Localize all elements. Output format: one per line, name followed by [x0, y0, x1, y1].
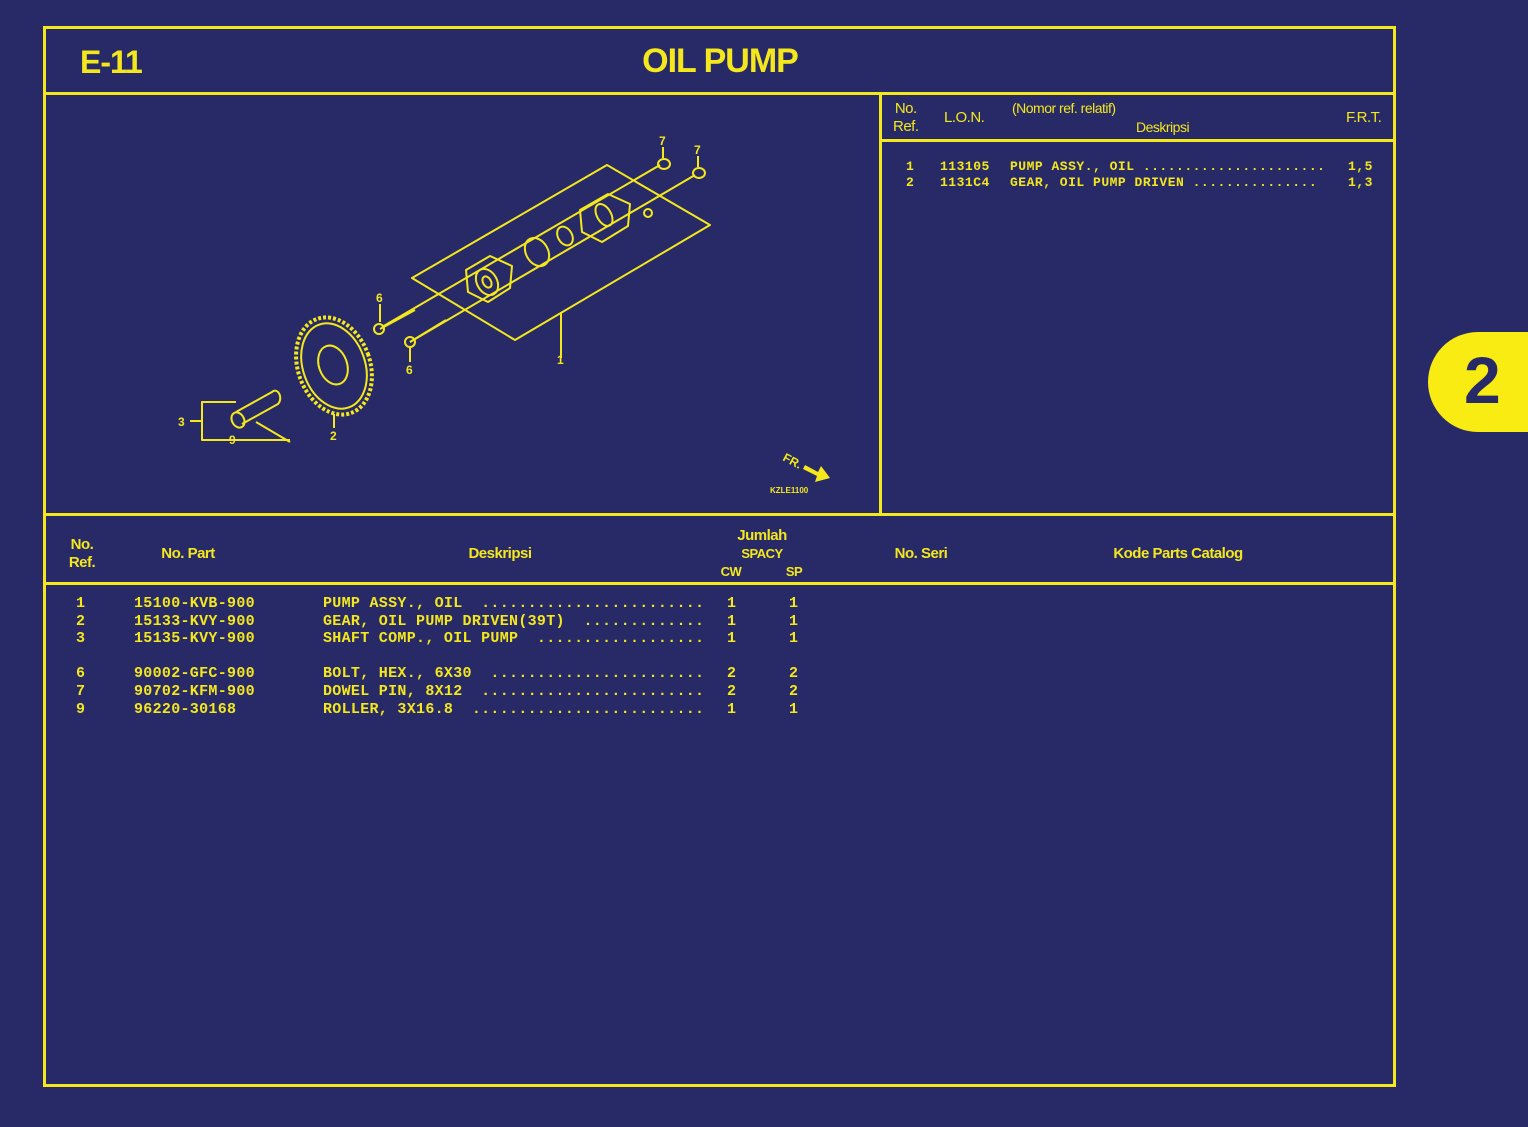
callout-9: 9: [229, 433, 236, 447]
page-frame: [43, 26, 1396, 1087]
parts-header-ref: No. Ref.: [68, 536, 96, 571]
parts-header-cw: CW: [720, 564, 742, 579]
callout-6b: 6: [406, 363, 413, 377]
section-code: E-11: [80, 44, 143, 80]
callout-1: 1: [557, 353, 564, 367]
labor-header-lon: L.O.N.: [944, 109, 985, 126]
front-arrow-icon: FR.: [781, 450, 830, 482]
diagram-divider: [879, 92, 882, 515]
labor-header-divider: [879, 139, 1393, 142]
callout-7a: 7: [659, 134, 666, 148]
labor-header-desc: Deskripsi: [1136, 119, 1190, 135]
parts-header-desc: Deskripsi: [468, 545, 532, 562]
page-title: OIL PUMP: [642, 42, 799, 80]
callout-3: 3: [178, 415, 185, 429]
callout-6a: 6: [376, 291, 383, 305]
section-tab-label: 2: [1464, 343, 1501, 417]
labor-header-note: (Nomor ref. relatif): [1012, 100, 1116, 116]
parts-header-serial: No. Seri: [894, 545, 948, 562]
parts-header-bottom: [43, 582, 1393, 585]
parts-header-model: SPACY: [741, 546, 783, 561]
callout-7b: 7: [694, 143, 701, 157]
drawing-code: KZLE1100: [770, 486, 809, 495]
parts-header-qty: Jumlah: [737, 527, 787, 544]
section-tab[interactable]: 2: [1428, 332, 1528, 432]
svg-text:FR.: FR.: [781, 450, 805, 471]
callout-2: 2: [330, 429, 337, 443]
exploded-oil-pump-diagram: 1 2 3 6 6 7 7 9 FR. KZLE1100: [178, 134, 830, 495]
parts-header-catalog: Kode Parts Catalog: [1113, 545, 1243, 562]
parts-header-part: No. Part: [161, 545, 215, 562]
labor-header-ref: No. Ref.: [893, 100, 919, 135]
parts-header-top: [43, 513, 1393, 516]
parts-header-sp: SP: [785, 564, 803, 579]
title-divider: [43, 92, 1393, 95]
labor-header-frt: F.R.T.: [1346, 109, 1382, 126]
